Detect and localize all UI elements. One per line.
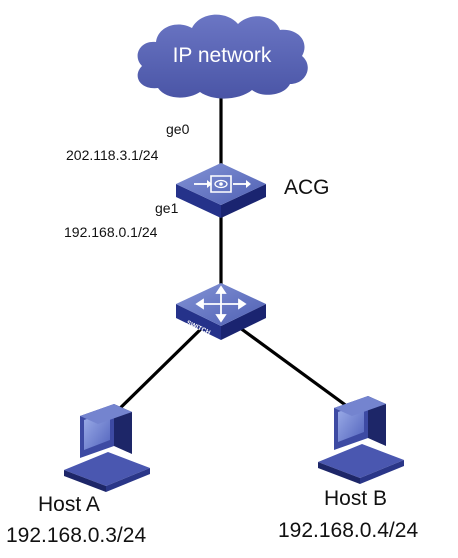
ge0-name: ge0	[166, 121, 190, 137]
acg-label: ACG	[284, 176, 330, 199]
ip-network-cloud: IP network	[137, 14, 308, 99]
cloud-icon	[137, 14, 308, 99]
host-b-name: Host B	[324, 487, 387, 510]
acg-device: ACG	[176, 163, 330, 218]
switch-side-right	[221, 304, 266, 340]
ge0-ip: 202.118.3.1/24	[66, 147, 159, 163]
host-b	[318, 396, 404, 484]
ge1-name: ge1	[155, 200, 179, 216]
links	[108, 92, 356, 420]
link-switch-hostB	[235, 323, 356, 414]
firewall-eye-icon	[194, 175, 251, 193]
cloud-label: IP network	[173, 44, 272, 67]
host-b-ip: 192.168.0.4/24	[278, 519, 418, 542]
computer-icon	[64, 404, 150, 492]
acg-side-left	[176, 184, 221, 218]
host-a-name: Host A	[38, 493, 100, 516]
link-switch-hostA	[108, 323, 207, 420]
acg-side-right	[221, 184, 266, 218]
host-a	[64, 404, 150, 492]
computer-icon	[318, 396, 404, 484]
ge1-ip: 192.168.0.1/24	[64, 224, 158, 240]
switch-device: SWITCH	[176, 283, 266, 340]
switch-arrows-icon	[195, 285, 247, 323]
switch-side-left	[176, 304, 221, 340]
host-a-ip: 192.168.0.3/24	[6, 524, 146, 547]
